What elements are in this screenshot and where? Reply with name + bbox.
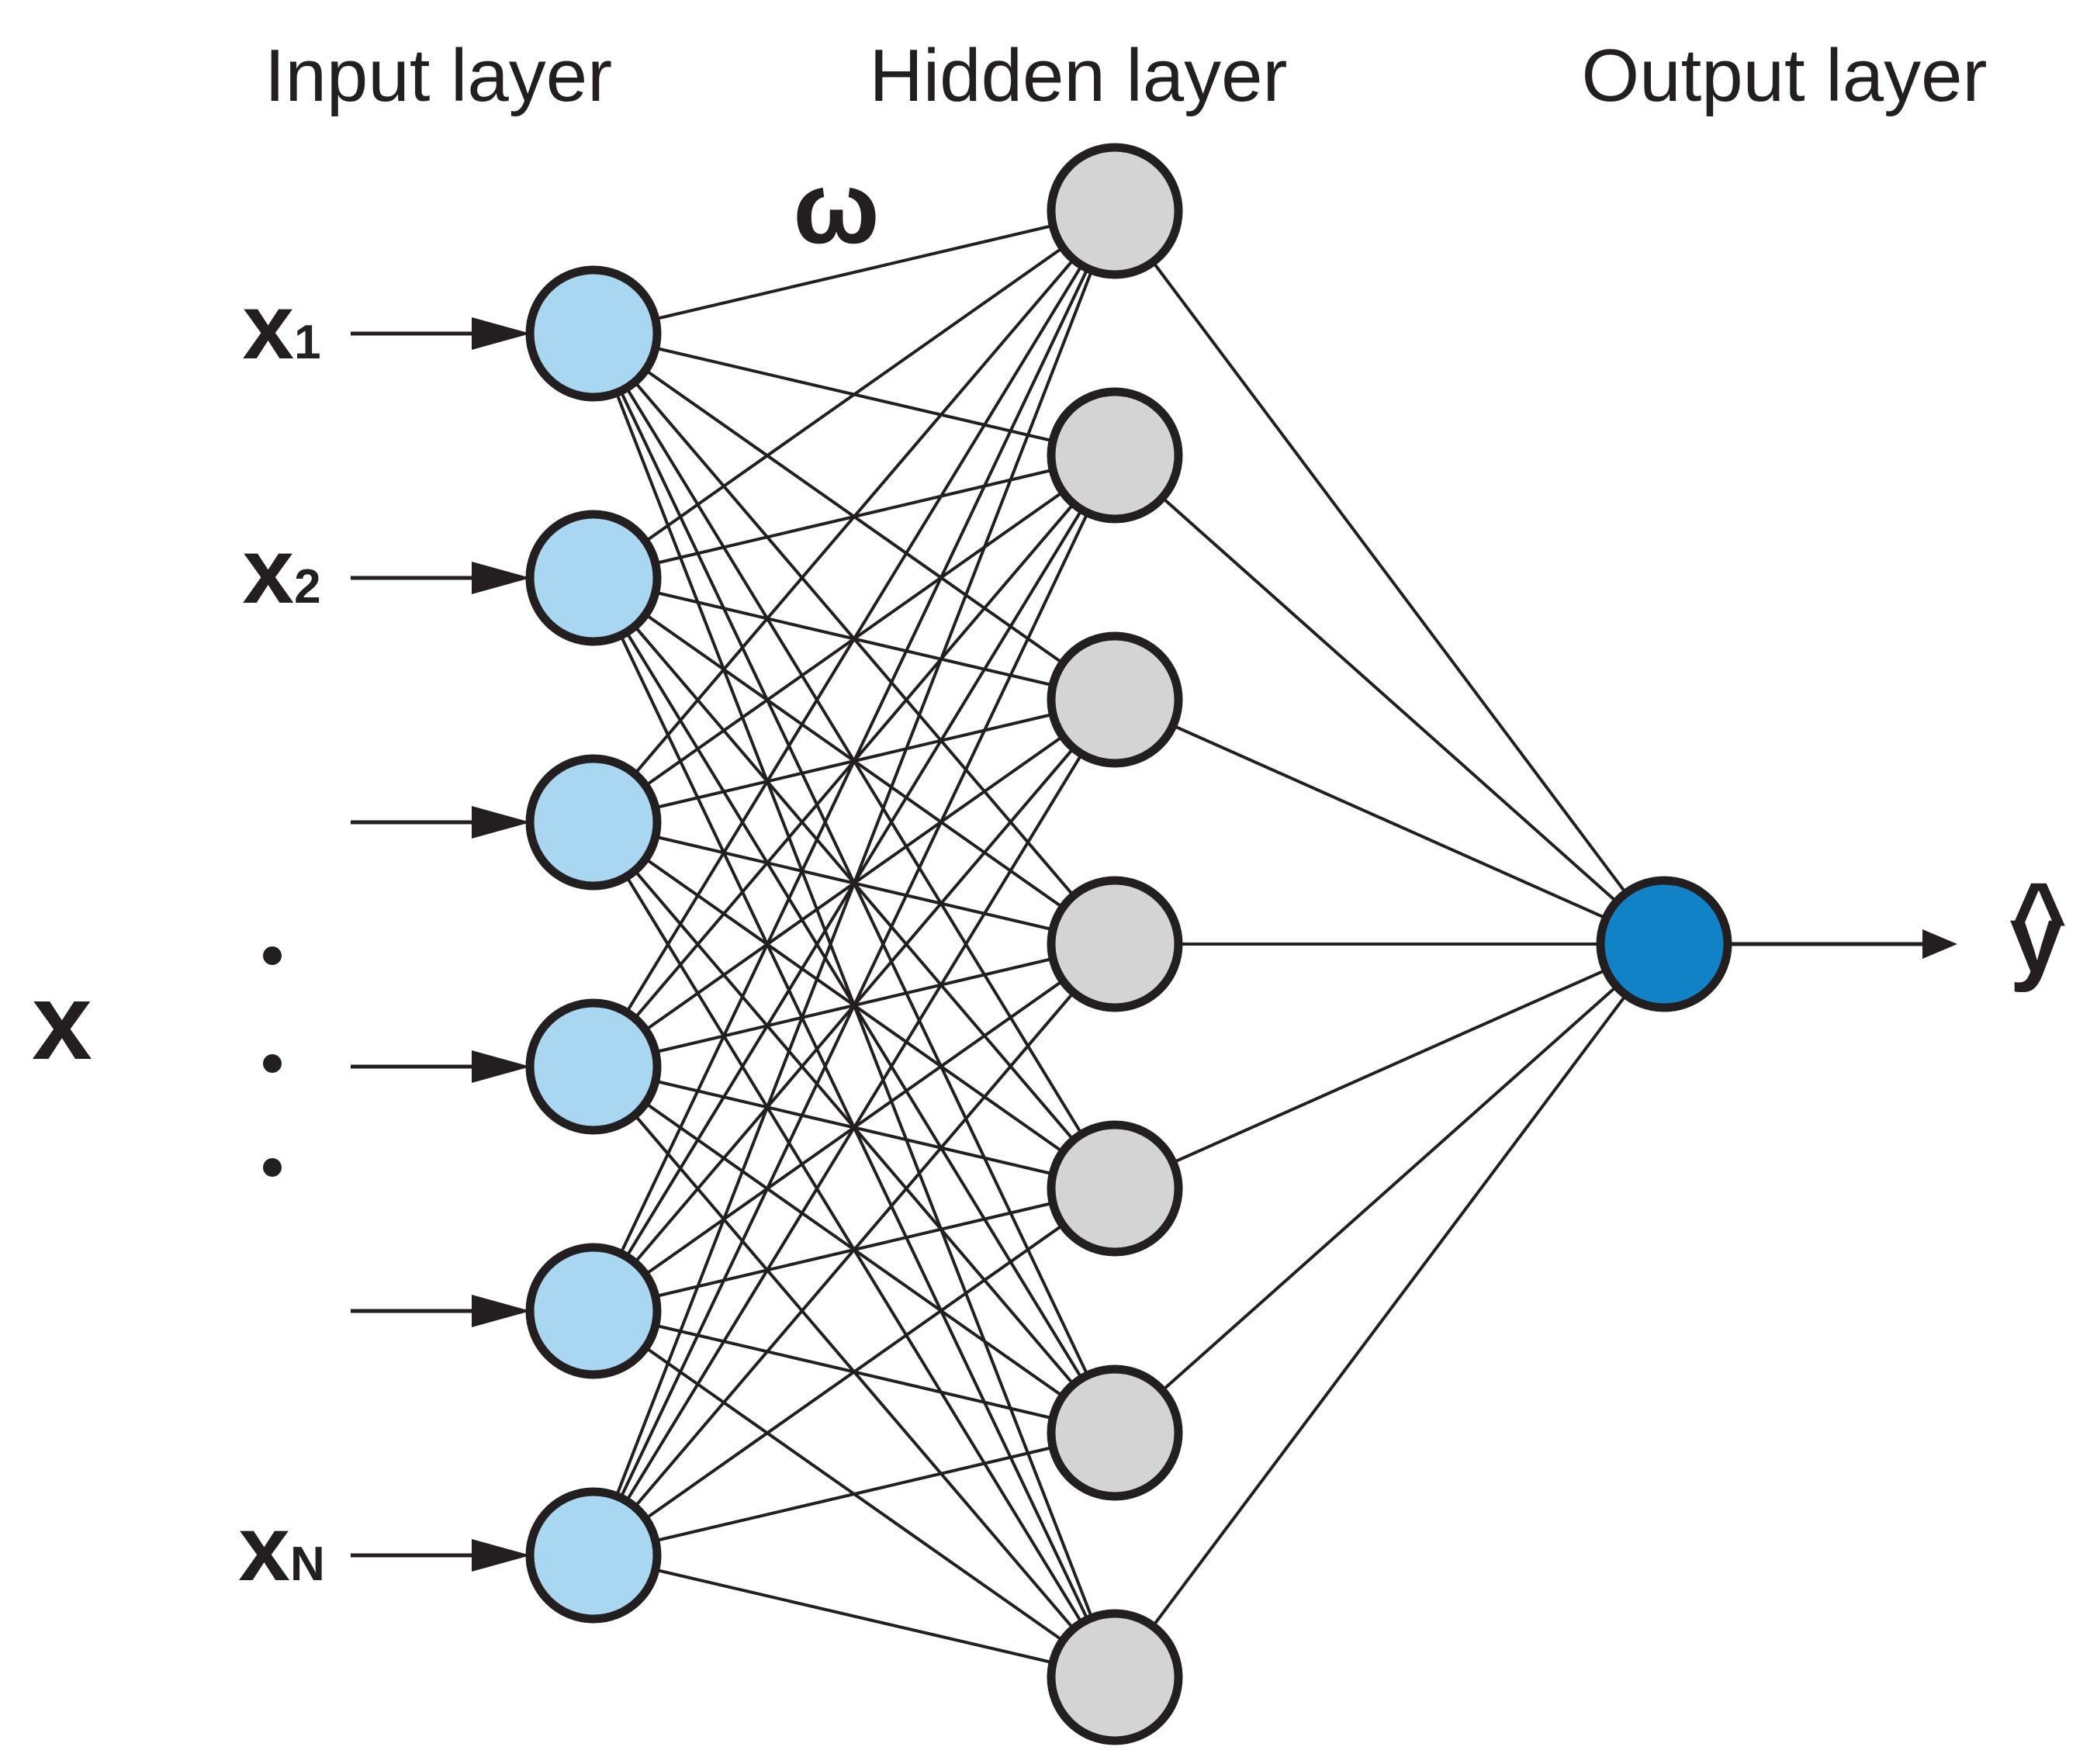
connection-line xyxy=(1113,209,1666,946)
ellipsis-dot xyxy=(263,946,282,965)
input-node-3 xyxy=(525,754,662,891)
input-node-6 xyxy=(525,1487,662,1624)
output-value-label: ^ y xyxy=(2009,863,2067,993)
hidden-node-5 xyxy=(1047,1120,1183,1257)
hidden-layer-title: Hidden layer xyxy=(870,34,1288,117)
input-arrow-6 xyxy=(351,1539,531,1572)
connection-line xyxy=(593,1554,1116,1679)
input-node-1 xyxy=(525,265,662,402)
output-layer-title: Output layer xyxy=(1582,34,1988,117)
input-vector-label: x xyxy=(32,960,92,1082)
nodes xyxy=(525,143,1732,1745)
hidden-node-7 xyxy=(1047,1609,1183,1745)
connection-line xyxy=(1113,943,1666,1434)
input-arrow-2 xyxy=(351,562,531,594)
hidden-node-1 xyxy=(1047,143,1183,279)
weights-label: ω xyxy=(793,150,880,265)
input-node-2 xyxy=(525,510,662,646)
connection-line xyxy=(592,943,1116,1557)
arrow-head xyxy=(472,317,531,350)
ellipsis-dot xyxy=(263,1158,282,1177)
input-arrow-5 xyxy=(351,1295,531,1327)
connection-line xyxy=(1113,454,1666,946)
input-node-label-6: xN xyxy=(238,1496,325,1600)
input-node-label-1: x1 xyxy=(242,275,320,379)
label-base: x xyxy=(242,275,294,379)
connection-line xyxy=(1114,943,1665,1190)
output-arrow xyxy=(1728,929,1957,959)
input-arrow-1 xyxy=(351,317,531,350)
arrow-head xyxy=(472,562,531,594)
connection-lines xyxy=(592,209,1666,1679)
arrow-head xyxy=(472,1295,531,1327)
input-arrow-4 xyxy=(351,1050,531,1083)
label-subscript: N xyxy=(290,1537,325,1591)
input-node-4 xyxy=(525,998,662,1135)
connection-line xyxy=(592,698,1116,1557)
connection-line xyxy=(1114,698,1665,946)
arrow-head xyxy=(472,806,531,839)
connection-line xyxy=(592,210,1116,1312)
label-base: x xyxy=(238,1496,290,1600)
arrows xyxy=(351,317,1957,1572)
connection-line xyxy=(593,1431,1116,1557)
ellipsis-dot xyxy=(263,1054,282,1073)
label-subscript: 1 xyxy=(294,316,320,369)
label-subscript: 2 xyxy=(294,560,320,614)
hidden-node-4 xyxy=(1047,876,1183,1012)
input-node-label-2: x2 xyxy=(242,519,320,623)
input-arrow-3 xyxy=(351,806,531,839)
input-node-5 xyxy=(525,1243,662,1379)
hidden-node-2 xyxy=(1047,387,1183,524)
output-node xyxy=(1596,876,1732,1012)
connection-line xyxy=(592,209,1116,824)
connection-line xyxy=(593,209,1116,335)
ellipsis-dots xyxy=(263,946,282,1177)
arrow-head xyxy=(1922,929,1957,959)
output-label-hat: ^ xyxy=(2011,863,2068,971)
connection-line xyxy=(592,209,1116,1068)
input-layer-title: Input layer xyxy=(265,34,612,117)
hidden-node-6 xyxy=(1047,1365,1183,1501)
hidden-node-3 xyxy=(1047,631,1183,768)
arrow-head xyxy=(472,1050,531,1083)
label-base: x xyxy=(242,519,294,623)
connection-line xyxy=(592,1187,1116,1557)
connection-line xyxy=(1113,943,1666,1679)
connection-line xyxy=(592,455,1116,1556)
output-label-y: y xyxy=(2009,885,2064,993)
arrow-head xyxy=(472,1539,531,1572)
connection-line xyxy=(592,210,1116,1556)
connection-line xyxy=(592,209,1116,579)
